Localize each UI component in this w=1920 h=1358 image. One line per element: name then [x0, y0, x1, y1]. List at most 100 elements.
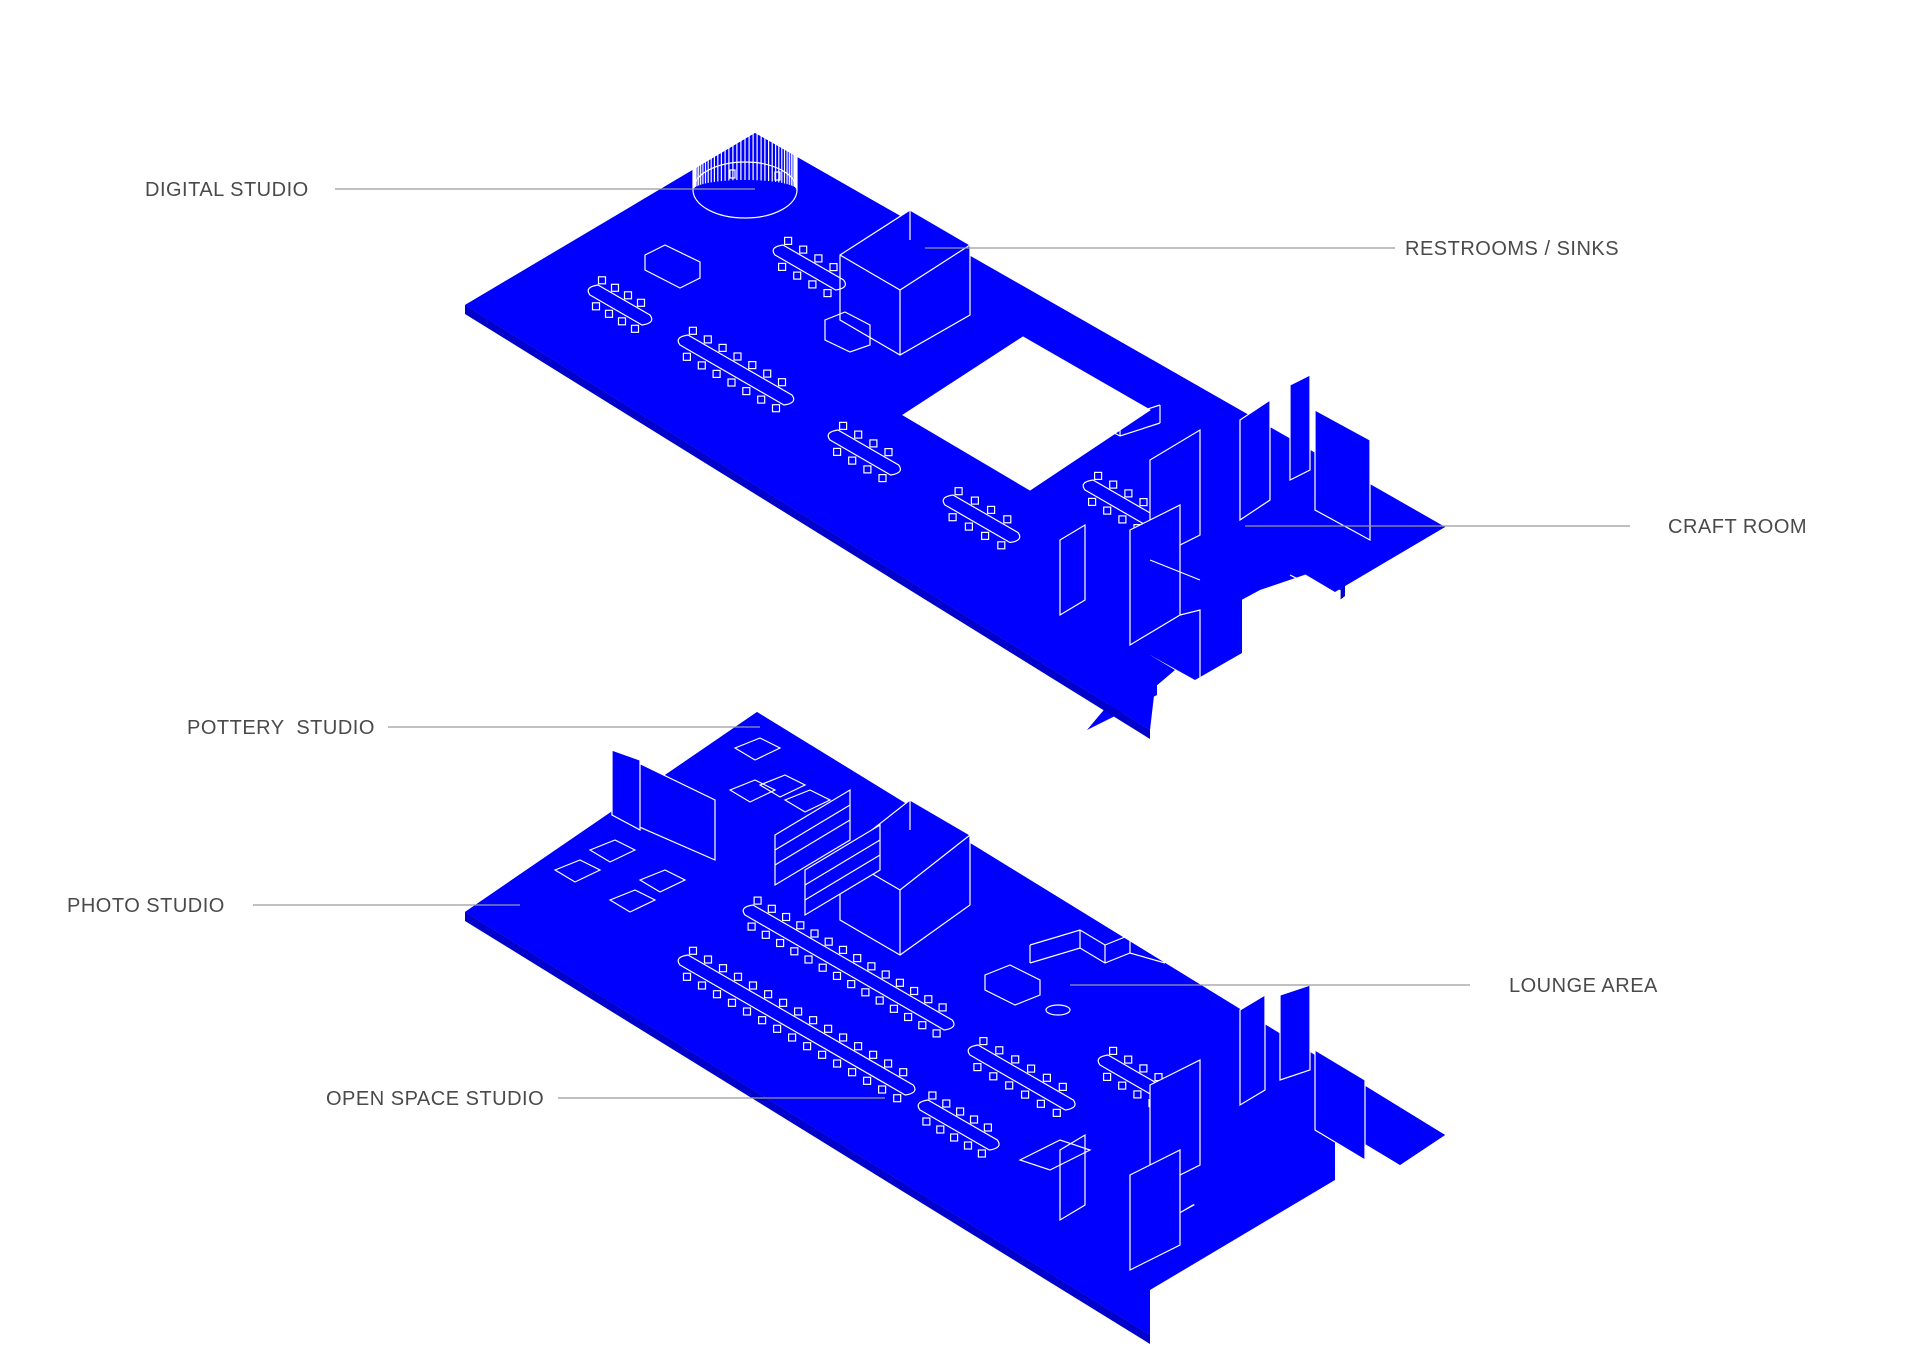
chair: [796, 921, 805, 930]
chair: [733, 972, 743, 981]
chair: [1124, 489, 1133, 498]
sofa: [824, 311, 871, 353]
chair: [1103, 506, 1112, 515]
label-craft-room: CRAFT ROOM: [1668, 516, 1807, 538]
chair: [832, 971, 842, 981]
table: [677, 334, 795, 406]
chair: [604, 309, 614, 318]
chair: [1036, 1099, 1046, 1108]
chair: [924, 995, 933, 1004]
chair: [597, 276, 607, 285]
chair: [980, 531, 990, 541]
label-pottery-studio: POTTERY STUDIO: [187, 717, 375, 739]
chair: [1093, 471, 1103, 480]
chair: [1087, 497, 1097, 506]
chair: [790, 947, 799, 956]
digital-studio-pod: [692, 91, 798, 219]
chair: [922, 1117, 931, 1126]
work-table: [553, 859, 602, 883]
table: [742, 904, 955, 1031]
lower-floor: [465, 712, 1445, 1344]
chair: [1005, 1081, 1014, 1090]
chair: [712, 990, 722, 999]
chair: [861, 988, 870, 997]
chair: [997, 541, 1006, 550]
chair: [767, 904, 776, 913]
chair: [1058, 1082, 1067, 1092]
craft-room-walls: [1059, 374, 1371, 680]
chair: [863, 465, 872, 474]
chair: [818, 963, 827, 972]
chair: [970, 496, 980, 505]
table: [967, 1044, 1076, 1111]
chair: [718, 964, 728, 973]
chair: [903, 1012, 913, 1022]
chair: [688, 946, 698, 955]
chair: [847, 1068, 857, 1077]
chair: [799, 245, 808, 254]
chair: [832, 447, 842, 456]
chair: [881, 970, 890, 979]
chair: [938, 1003, 947, 1012]
chair: [763, 990, 773, 999]
work-table: [638, 869, 687, 893]
chair: [703, 335, 712, 344]
upper-floor-slab-edge: [465, 305, 1150, 739]
chair: [817, 1050, 827, 1059]
upper-courtyard-opening: [902, 336, 1151, 491]
chair: [682, 352, 692, 361]
chair: [1139, 498, 1148, 507]
chair: [969, 1115, 979, 1124]
chair: [636, 298, 646, 307]
chair: [748, 981, 758, 990]
chair: [748, 361, 757, 370]
chair: [832, 1059, 842, 1068]
chair: [1003, 515, 1012, 524]
chair: [979, 1036, 988, 1046]
chair: [1118, 515, 1127, 524]
chair: [814, 254, 823, 263]
chair: [1052, 1108, 1061, 1118]
chair: [1124, 1055, 1133, 1064]
chair: [829, 263, 838, 272]
chair: [718, 343, 727, 352]
work-table: [783, 789, 832, 813]
table-group: [827, 421, 901, 483]
lower-floor-slab-edge: [465, 912, 1150, 1344]
chair: [1109, 480, 1118, 489]
chair: [942, 1099, 951, 1108]
chair: [854, 430, 863, 439]
leader-lines: [253, 188, 1630, 1099]
chair: [963, 1141, 973, 1150]
chair: [793, 271, 802, 280]
chair: [682, 972, 692, 981]
chair: [977, 1149, 987, 1158]
chair: [712, 369, 721, 378]
work-table: [758, 774, 807, 798]
chair: [747, 922, 756, 931]
chair: [838, 945, 848, 955]
chair: [823, 289, 832, 298]
work-table: [608, 889, 657, 913]
chair: [869, 439, 878, 448]
chair: [868, 1050, 878, 1059]
table-group: [587, 276, 653, 333]
table-group: [967, 1036, 1076, 1118]
chair: [918, 1021, 927, 1030]
table-group: [772, 236, 846, 298]
chair: [823, 1024, 833, 1033]
chair: [883, 1059, 893, 1068]
chair: [757, 1016, 767, 1025]
label-digital-studio: DIGITAL STUDIO: [145, 179, 309, 201]
chair: [761, 930, 770, 939]
chair: [630, 324, 640, 333]
chair: [936, 1125, 945, 1134]
chair: [742, 1007, 752, 1016]
chair: [787, 1033, 797, 1042]
chair: [623, 291, 633, 300]
chair: [1011, 1055, 1020, 1064]
chair: [771, 404, 781, 413]
chair: [783, 236, 793, 245]
chair: [697, 361, 706, 370]
chair: [862, 1076, 872, 1085]
